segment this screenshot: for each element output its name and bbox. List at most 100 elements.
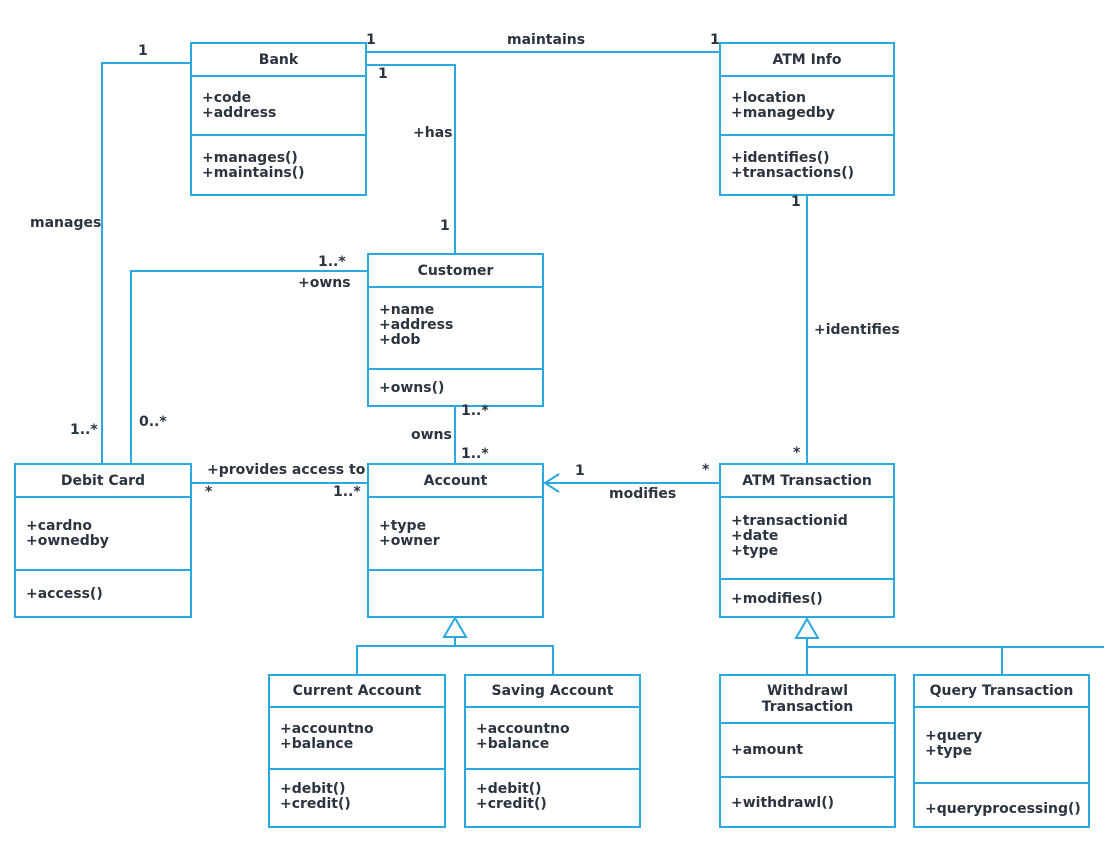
attributes-section: +amount: [721, 724, 894, 778]
association-label: +provides access to: [207, 462, 366, 478]
methods-section: +access(): [16, 571, 190, 602]
attributes-section: +name +address +dob: [369, 288, 542, 370]
debit-card-class: Debit Card +cardno +ownedby +access(): [14, 463, 192, 618]
method: +debit(): [476, 781, 542, 797]
class-name: Bank: [192, 44, 365, 77]
method: +queryprocessing(): [925, 801, 1081, 817]
attribute: +address: [202, 105, 277, 121]
method: +transactions(): [731, 165, 855, 181]
transaction-inheritance-triangle: [794, 617, 820, 639]
association-label: +has: [413, 125, 453, 141]
class-name: ATM Transaction: [721, 465, 893, 498]
multiplicity: 1..*: [461, 403, 489, 419]
attributes-section: +cardno +ownedby: [16, 498, 190, 571]
class-name-line: Withdrawl: [766, 683, 848, 699]
method: +identifies(): [731, 150, 830, 166]
attribute: +query: [925, 728, 983, 744]
class-name: ATM Info: [721, 44, 893, 77]
attributes-section: +code +address: [192, 77, 365, 136]
attribute: +type: [925, 743, 973, 759]
attributes-section: +query +type: [915, 708, 1088, 784]
multiplicity: *: [702, 462, 710, 478]
method: +credit(): [476, 796, 547, 812]
attribute: +amount: [731, 742, 804, 758]
account-class: Account +type +owner: [367, 463, 544, 618]
multiplicity: *: [793, 445, 801, 461]
attribute: +address: [379, 317, 454, 333]
attribute: +location: [731, 90, 806, 106]
method: +modifies(): [731, 591, 823, 607]
attributes-section: +accountno +balance: [466, 708, 639, 770]
methods-section: +queryprocessing(): [915, 784, 1088, 817]
method: +debit(): [280, 781, 346, 797]
attribute: +accountno: [476, 721, 570, 737]
class-name: Query Transaction: [915, 676, 1088, 708]
multiplicity: 1..*: [318, 254, 346, 270]
association-label: manages: [30, 215, 102, 231]
attributes-section: +location +managedby: [721, 77, 893, 136]
method: +credit(): [280, 796, 351, 812]
method: +maintains(): [202, 165, 305, 181]
methods-section: +debit() +credit(): [270, 770, 444, 812]
class-name: Debit Card: [16, 465, 190, 498]
methods-section: +withdrawl(): [721, 778, 894, 811]
attribute: +cardno: [26, 518, 92, 534]
multiplicity: 1: [440, 218, 450, 234]
method: +manages(): [202, 150, 298, 166]
class-name: Withdrawl Transaction: [721, 676, 894, 724]
class-name: Current Account: [270, 676, 444, 708]
account-inheritance-triangle: [442, 616, 468, 638]
attribute: +code: [202, 90, 252, 106]
association-label: +identifies: [814, 322, 900, 338]
methods-section: +modifies(): [721, 580, 893, 607]
multiplicity: 1: [791, 194, 801, 210]
bank-manages-card-line: [101, 62, 191, 466]
navigable-arrow-head: [543, 473, 560, 493]
association-label: modifies: [609, 486, 677, 502]
methods-section: +manages() +maintains(): [192, 136, 365, 181]
atm-transaction-class: ATM Transaction +transactionid +date +ty…: [719, 463, 895, 618]
attribute: +managedby: [731, 105, 835, 121]
association-label: +owns: [298, 275, 351, 291]
current-account-class: Current Account +accountno +balance +deb…: [268, 674, 446, 828]
methods-section: +identifies() +transactions(): [721, 136, 893, 181]
methods-section: +owns(): [369, 370, 542, 396]
attribute: +owner: [379, 533, 440, 549]
multiplicity: 0..*: [139, 414, 167, 430]
attribute: +transactionid: [731, 513, 848, 529]
saving-account-class: Saving Account +accountno +balance +debi…: [464, 674, 641, 828]
methods-section: +debit() +credit(): [466, 770, 639, 812]
association-label: owns: [411, 427, 452, 443]
multiplicity: 1: [378, 66, 388, 82]
attribute: +name: [379, 302, 435, 318]
attribute: +accountno: [280, 721, 374, 737]
class-name: Saving Account: [466, 676, 639, 708]
attribute: +dob: [379, 332, 421, 348]
account-generalization-line: [356, 645, 554, 675]
attribute: +type: [731, 543, 779, 559]
customer-class: Customer +name +address +dob +owns(): [367, 253, 544, 407]
attribute: +balance: [476, 736, 550, 752]
attribute: +balance: [280, 736, 354, 752]
multiplicity: *: [205, 484, 213, 500]
transaction-generalization-line: [806, 646, 1104, 675]
method: +owns(): [379, 380, 445, 396]
attribute: +type: [379, 518, 427, 534]
attribute: +ownedby: [26, 533, 109, 549]
class-name-line: Transaction: [761, 699, 854, 715]
attribute: +date: [731, 528, 779, 544]
class-name: Customer: [369, 255, 542, 288]
class-name: Account: [369, 465, 542, 498]
method: +access(): [26, 586, 103, 602]
customer-owns-card-line: [130, 270, 368, 466]
attributes-section: +type +owner: [369, 498, 542, 571]
multiplicity: 1..*: [70, 422, 98, 438]
multiplicity: 1: [575, 463, 585, 479]
multiplicity: 1..*: [333, 484, 361, 500]
method: +withdrawl(): [731, 795, 835, 811]
attributes-section: +accountno +balance: [270, 708, 444, 770]
attributes-section: +transactionid +date +type: [721, 498, 893, 580]
bank-has-customer-line: [366, 64, 456, 255]
